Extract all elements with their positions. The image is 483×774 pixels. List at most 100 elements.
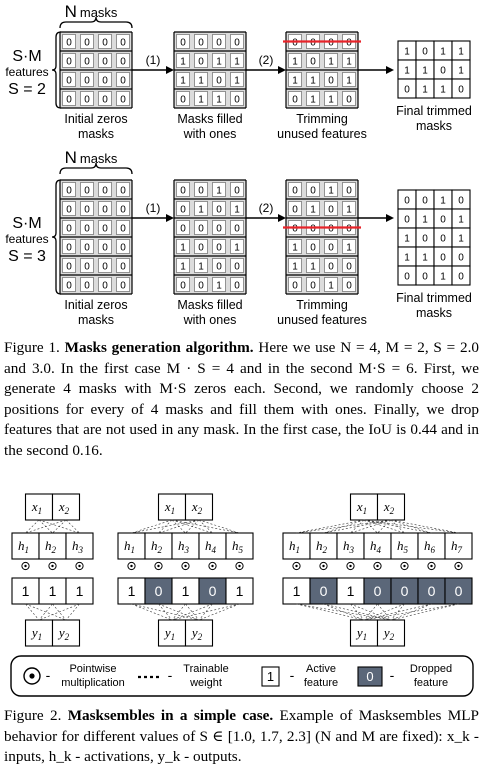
node-label-x1-sub: 1	[171, 506, 176, 516]
feature-box	[65, 532, 94, 560]
feature-box	[38, 577, 67, 605]
grid-cell	[98, 220, 112, 235]
node-label-h1-base: h	[124, 538, 131, 553]
grid-cell	[98, 258, 112, 273]
grid-cell	[80, 53, 94, 68]
grid-cell	[306, 53, 320, 68]
grid-cell	[98, 91, 112, 106]
grid-cell-value: 1	[180, 75, 186, 86]
feature-box	[390, 532, 419, 560]
grid-cell-value: 1	[346, 56, 352, 67]
arrow-head	[278, 66, 286, 74]
grid-cell-value: 0	[180, 94, 186, 105]
grid-cell-value: 0	[66, 280, 72, 291]
figure-2-caption-label: Figure 2.	[4, 707, 62, 724]
grid-cell-value: 0	[346, 223, 352, 234]
arrow-step-3	[358, 66, 394, 74]
node-label-h2-base: h	[45, 538, 52, 553]
feature-box	[11, 532, 40, 560]
grid-cell-value: 0	[198, 280, 204, 291]
grid-cell-value: 0	[310, 223, 316, 234]
grid-cell-value: 0	[120, 242, 126, 253]
dropped-feature-box	[363, 577, 392, 605]
node-label-x1: x1	[31, 499, 42, 516]
node-label-h3-sub: 3	[78, 545, 84, 555]
grid-cell-value: 0	[66, 56, 72, 67]
grid-cell	[342, 277, 356, 292]
node-label-h7: h7	[451, 538, 463, 555]
trimming-caption-line-2: unused features	[277, 127, 367, 141]
grid-cell	[62, 34, 76, 49]
node-label-h3-base: h	[72, 538, 79, 553]
node-label-y1: y1	[355, 625, 367, 642]
node-label-y1-base: y	[163, 625, 171, 640]
grid-cell	[98, 182, 112, 197]
grid-cell-value: 0	[180, 223, 186, 234]
feature-box	[171, 577, 200, 605]
trainable-weight	[185, 519, 200, 534]
feature-box	[225, 532, 254, 560]
grid-cell-value: 0	[234, 94, 240, 105]
grid-cell-value: 0	[234, 185, 240, 196]
node-label-x2-base: x	[191, 499, 198, 514]
node-label-x2: x2	[58, 499, 70, 516]
s-value-label: S = 2	[8, 81, 46, 98]
arrow-step-1	[132, 66, 174, 74]
node-label-h5: h5	[232, 538, 244, 555]
node-label-x1-base: x	[356, 499, 363, 514]
grid-cell	[194, 220, 208, 235]
grid-cell-value: 0	[84, 261, 90, 272]
feature-box	[349, 619, 379, 647]
grid-cell-value: 0	[84, 94, 90, 105]
trainable-weight	[390, 603, 405, 621]
grid-cell-value: 1	[234, 242, 240, 253]
node-label-h2: h2	[45, 538, 57, 555]
grid-cell	[230, 34, 244, 49]
feature-box	[336, 532, 365, 560]
pointwise-multiplication-icon	[400, 561, 409, 571]
grid-cell	[116, 201, 130, 216]
feature-box	[51, 493, 81, 521]
grid-cell-value: 1	[404, 46, 410, 57]
grid-cell-value: 0	[292, 185, 298, 196]
node-label-h7-base: h	[451, 538, 458, 553]
feature-box	[417, 532, 446, 560]
trainable-weight	[350, 603, 365, 621]
trainable-weight	[363, 603, 405, 621]
dropped-value: 0	[455, 583, 463, 599]
trainable-weight	[363, 519, 459, 534]
grid-cell	[212, 201, 226, 216]
grid-cell	[288, 258, 302, 273]
trainable-weight	[377, 519, 392, 534]
figure-2-legend: -Pointwisemultiplication-Trainableweight…	[10, 655, 474, 697]
trainable-weight	[25, 519, 67, 534]
grid-cell	[80, 91, 94, 106]
grid-cell-value: 0	[84, 242, 90, 253]
features-label: features	[5, 65, 48, 79]
pointwise-dot	[51, 564, 54, 568]
grid-cell	[116, 277, 130, 292]
grid-cell	[98, 201, 112, 216]
grid-cell	[176, 277, 190, 292]
grid-cell-value: 0	[234, 223, 240, 234]
dropped-feature-box	[444, 577, 473, 605]
node-label-h2-sub: 2	[323, 545, 328, 555]
node-label-h1: h1	[18, 538, 29, 555]
grid-cell-value: 1	[404, 233, 410, 244]
node-label-h5: h5	[397, 538, 409, 555]
sm-label: S·M	[12, 215, 41, 232]
grid-cell-value: 0	[84, 280, 90, 291]
grid-cell-value: 0	[198, 242, 204, 253]
node-label-h1-base: h	[289, 538, 296, 553]
grid-cell	[80, 182, 94, 197]
grid-cell	[306, 201, 320, 216]
grid-cell-value: 1	[310, 75, 316, 86]
grid-cell-value: 1	[180, 56, 186, 67]
grid-cell-value: 0	[346, 280, 352, 291]
trainable-weight	[363, 603, 459, 621]
